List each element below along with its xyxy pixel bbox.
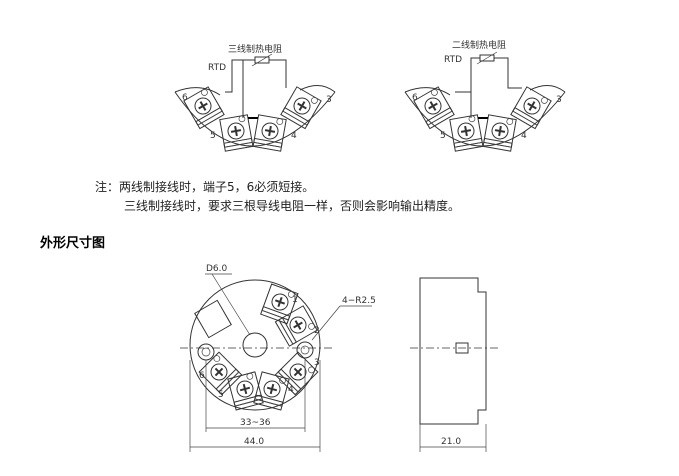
three-wire-title: 三线制热电阻 [228,43,282,55]
side-view-drawing: 21.0 [410,277,498,452]
housing-outline [189,279,321,411]
terminal-label: 4 [288,385,294,395]
section-heading: 外形尺寸图 [40,236,106,251]
terminal-label: 4 [291,131,297,141]
terminal-label: 3 [314,358,320,368]
depth-label: 21.0 [441,437,461,447]
terminal-label: 3 [326,95,332,105]
terminal-label: 6 [412,93,418,103]
diameter-label: 44.0 [244,437,264,447]
resistor-icon [479,54,495,62]
note-prefix: 注： [95,180,120,194]
note-text: 两线制接线时，端子5，6必须短接。 [119,180,315,194]
terminal-label: 1 [292,295,298,305]
hole-diameter-label: D6.0 [206,264,228,274]
rtd-label: RTD [444,55,462,65]
note-line-2: 三线制接线时，要求三根导线电阻一样，否则会影响输出精度。 [124,199,461,213]
terminal-label: 2 [314,326,320,336]
two-wire-title: 二线制热电阻 [452,39,506,51]
terminal-3 [279,85,323,130]
front-view-drawing: D6.0 4−R2.5 33~36 44.0 1 2 3 4 5 6 [180,264,376,452]
center-hole [242,332,268,358]
note-line-1: 注：两线制接线时，端子5，6必须短接。 [95,178,314,195]
two-wire-diagram: 二线制热电阻 RTD 6 5 4 3 [404,39,566,153]
terminal-label: 3 [556,95,562,105]
three-wire-diagram: 三线制热电阻 RTD 6 5 4 3 [174,43,336,153]
terminal-label: 4 [521,131,527,141]
terminal-label: 6 [199,371,205,381]
inner-span-label: 33~36 [240,418,271,428]
terminal-label: 5 [210,131,216,141]
terminal-label: 5 [218,390,224,400]
radius-label: 4−R2.5 [342,296,376,306]
terminal-label: 6 [182,93,188,103]
terminal-label: 5 [440,131,446,141]
rtd-label: RTD [208,63,226,73]
terminal-6 [182,85,226,130]
